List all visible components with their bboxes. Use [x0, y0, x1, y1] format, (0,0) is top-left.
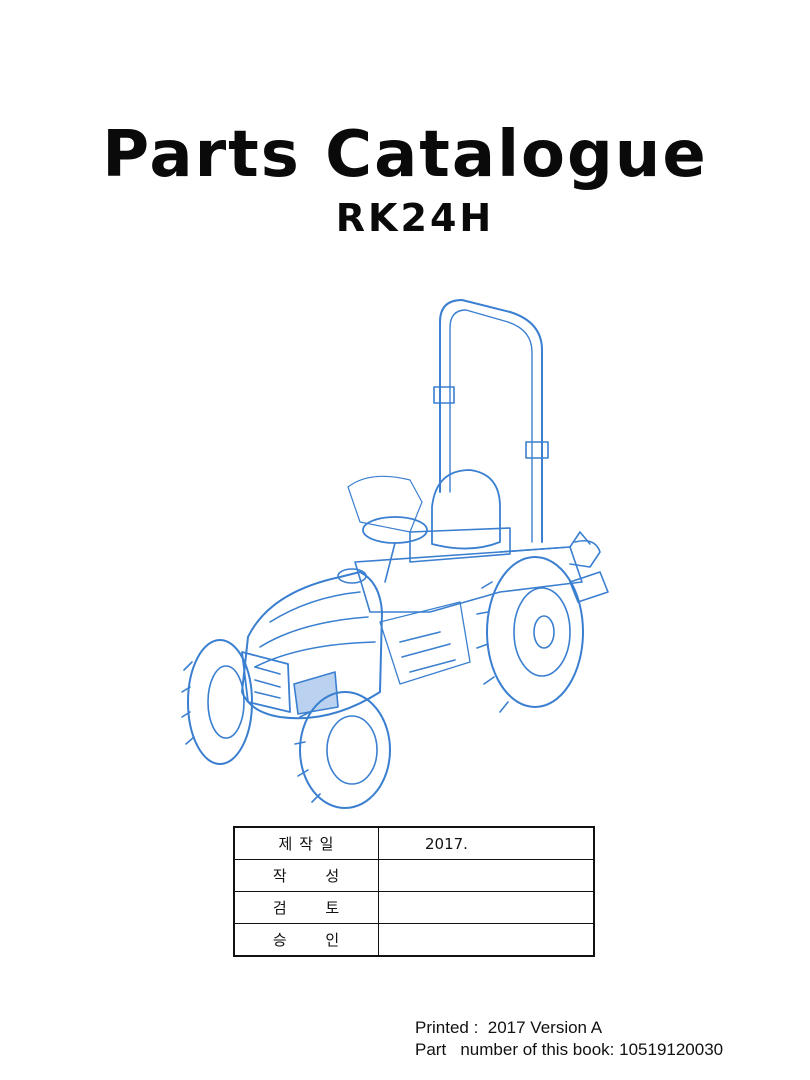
production-date-value: 2017. [378, 826, 595, 860]
printed-row: Printed : 2017 Version A [415, 1017, 723, 1039]
reviewed-label: 검 토 [233, 891, 379, 924]
prepared-label: 작 성 [233, 859, 379, 892]
printed-label: Printed : [415, 1018, 479, 1037]
part-number-value: 10519120030 [619, 1040, 724, 1059]
catalogue-title: Parts Catalogue [102, 118, 708, 192]
print-info: Printed : 2017 Version A Part number of … [415, 1017, 723, 1061]
prepared-value [378, 859, 595, 892]
tractor-illustration [181, 299, 609, 809]
part-number-label: Part number of this book: [415, 1040, 615, 1059]
table-row: 검 토 [233, 891, 595, 924]
table-row: 제 작 일 2017. [233, 826, 595, 860]
approval-table: 제 작 일 2017. 작 성 검 토 승 인 [233, 826, 595, 957]
production-date-label: 제 작 일 [233, 826, 379, 860]
part-number-row: Part number of this book: 10519120030 [415, 1039, 723, 1061]
reviewed-value [378, 891, 595, 924]
model-name: RK24H [335, 196, 495, 240]
table-row: 작 성 [233, 859, 595, 892]
approved-value [378, 923, 595, 957]
printed-value: 2017 Version A [487, 1018, 603, 1037]
table-row: 승 인 [233, 923, 595, 957]
approved-label: 승 인 [233, 923, 379, 957]
